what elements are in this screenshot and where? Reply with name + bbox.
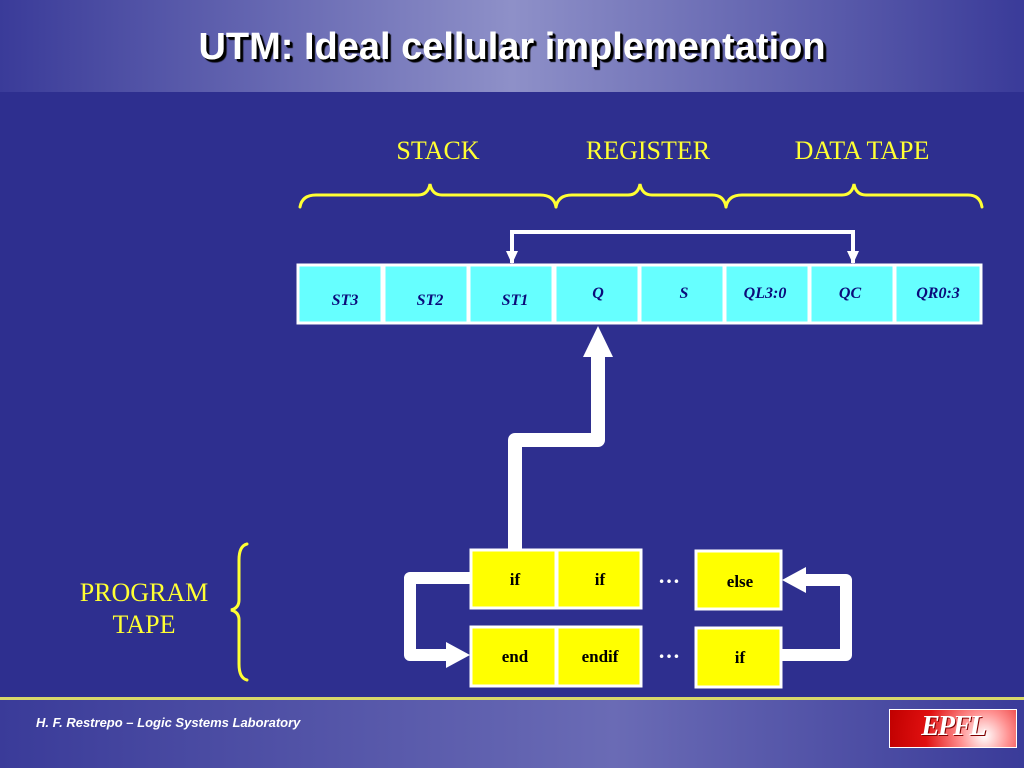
cell-label-st2: ST2 — [416, 292, 444, 309]
cell-qr — [893, 263, 983, 325]
prog-cell-if-1 — [469, 548, 558, 610]
epfl-logo: EPFL — [889, 709, 1017, 748]
ellipsis-bottom: … — [658, 638, 680, 663]
program-tape-label-line2: TAPE — [112, 610, 176, 639]
slide-title: UTM: Ideal cellular implementation — [198, 26, 826, 68]
program-cells — [469, 548, 783, 689]
data-tape-brace — [724, 183, 984, 209]
program-tape-label-line1: PROGRAM — [79, 578, 209, 607]
cell-label-st3: ST3 — [331, 292, 359, 309]
cell-st2 — [382, 263, 470, 325]
stack-label: STACK — [396, 136, 480, 165]
footer-band — [0, 700, 1024, 768]
prog-cell-else — [694, 549, 783, 611]
program-tape-brace — [230, 542, 249, 682]
cell-label-st1: ST1 — [501, 292, 529, 309]
cell-st1 — [467, 263, 555, 325]
cell-label-qr: QR0:3 — [916, 285, 960, 302]
cell-label-qc: QC — [838, 285, 862, 302]
prog-label-end: end — [501, 647, 529, 666]
st1-arrowhead — [506, 251, 518, 264]
program-to-q-arrow — [508, 355, 605, 550]
logo-text: EPFL — [921, 711, 987, 742]
register-label: REGISTER — [585, 136, 711, 165]
prog-cell-endif — [555, 625, 643, 688]
program-tape-label: PROGRAM TAPE — [80, 577, 209, 641]
footer-credit: H. F. Restrepo – Logic Systems Laborator… — [36, 715, 301, 730]
q-arrowhead — [583, 326, 613, 357]
cell-label-q: Q — [592, 285, 604, 302]
prog-cell-if-2 — [555, 548, 643, 610]
prog-label-else: else — [726, 572, 754, 591]
cell-s — [638, 263, 726, 325]
prog-label-if-2: if — [594, 570, 606, 589]
prog-label-if-1: if — [509, 570, 521, 589]
left-loop-arrow — [404, 572, 470, 661]
cell-label-ql: QL3:0 — [743, 285, 787, 302]
data-tape-label: DATA TAPE — [794, 136, 930, 165]
footer-divider — [0, 697, 1024, 700]
prog-label-endif: endif — [581, 647, 619, 666]
cell-st3 — [296, 263, 384, 325]
else-arrowhead — [782, 567, 806, 593]
end-arrowhead — [446, 642, 470, 668]
ellipsis-top: … — [658, 563, 680, 588]
cell-label-s: S — [679, 285, 689, 302]
title-band — [0, 0, 1024, 92]
qc-arrowhead — [847, 251, 859, 264]
cell-row — [296, 263, 983, 325]
st1-qc-link — [510, 230, 855, 263]
cell-qc — [808, 263, 896, 325]
cell-ql — [723, 263, 811, 325]
prog-label-if-3: if — [734, 648, 746, 667]
register-brace — [554, 183, 728, 209]
right-loop-arrow — [781, 574, 852, 661]
prog-cell-if-3 — [694, 626, 783, 689]
stack-brace — [298, 183, 558, 209]
